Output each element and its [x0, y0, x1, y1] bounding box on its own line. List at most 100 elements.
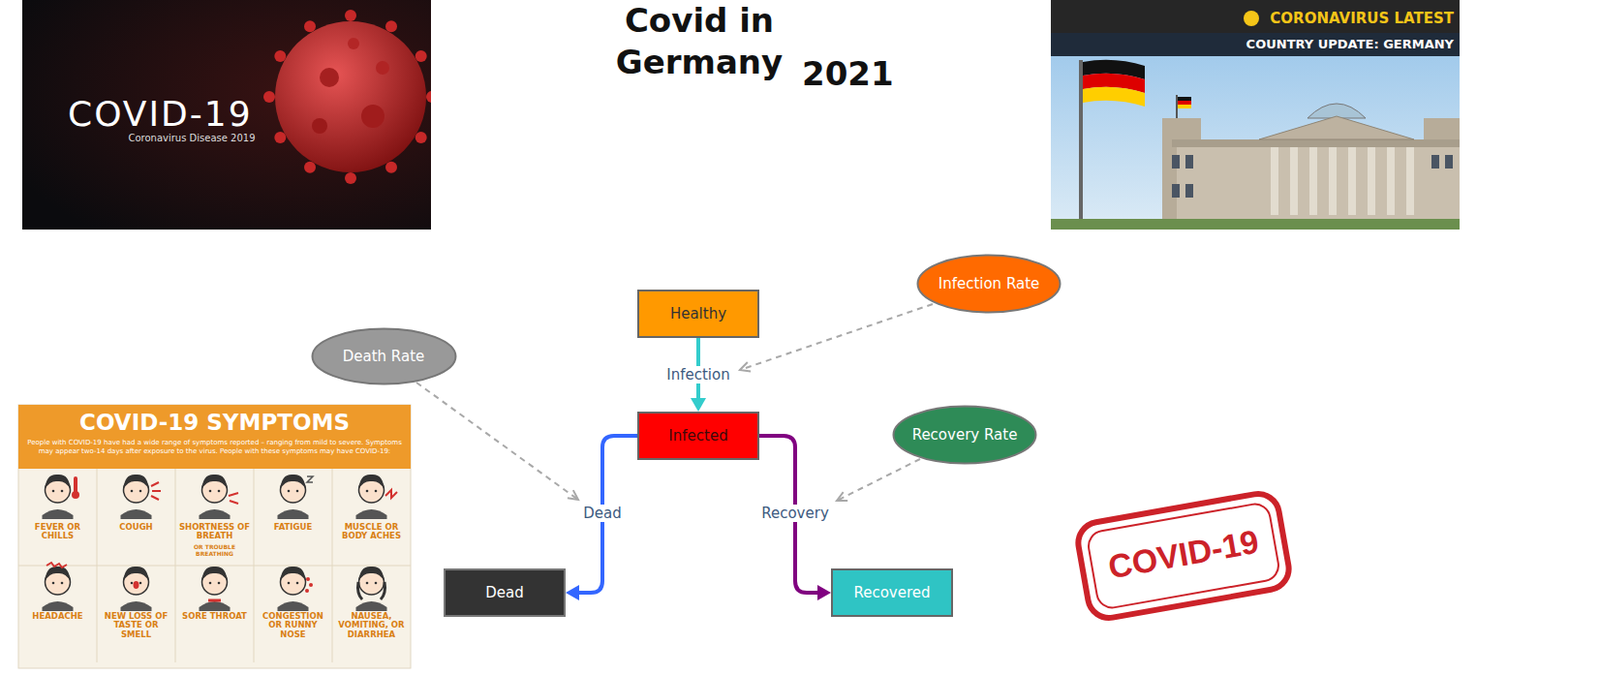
reichstag-photo-part: [1185, 184, 1194, 198]
node-text: Dead: [485, 584, 524, 602]
stock-box: Infected: [637, 411, 760, 461]
virus-photo-part-part: [347, 37, 360, 50]
virus-photo-part-part: [274, 131, 286, 144]
rate-leader-lines-part: [836, 492, 848, 501]
reichstag-photo-part: [1367, 147, 1376, 216]
rate-ellipse: Recovery Rate: [892, 404, 1038, 465]
symptoms-poster: [18, 404, 411, 669]
virus-photo: [22, 0, 438, 230]
virus-photo-part-part: [311, 118, 328, 134]
label-text: NAUSEA, VOMITING, OR DIARRHEA: [335, 612, 408, 640]
symptoms-poster-part: [18, 404, 411, 469]
label-text: HEADACHE: [21, 612, 94, 621]
virus-photo-part: [22, 0, 431, 230]
label-text: Coronavirus Disease 2019: [114, 132, 270, 145]
symptoms-poster-part: [306, 577, 310, 582]
symptoms-poster-part: [356, 566, 388, 612]
rate-leader-lines-part: [567, 490, 579, 500]
virus-photo-part-part: [304, 161, 316, 174]
label-text: OR TROUBLE BREATHING: [178, 544, 251, 557]
reichstag-photo: [1050, 0, 1460, 230]
symptoms-poster-part: [151, 482, 161, 500]
rate-ellipse: Infection Rate: [916, 253, 1062, 314]
diagram-title: Covid in Germany: [607, 0, 792, 83]
symptoms-poster-part: [121, 474, 153, 520]
label-text: CONGESTION OR RUNNY NOSE: [256, 612, 330, 640]
virus-photo-part-part: [375, 61, 390, 75]
symptoms-poster-part: [356, 474, 388, 520]
rate-leader-lines-part: [836, 459, 921, 501]
label-text: COVID-19: [1075, 516, 1293, 592]
label-text: SORE THROAT: [178, 612, 251, 621]
reichstag-photo-part: [1050, 32, 1460, 57]
label-text: COUGH: [99, 523, 173, 532]
virus-photo-part-part: [275, 21, 427, 173]
covid-stamp: [1075, 491, 1293, 622]
reichstag-photo-part: [1082, 87, 1145, 107]
covid-stamp-part: [1075, 491, 1293, 622]
symptoms-poster-part: [208, 599, 221, 603]
reichstag-photo-part: [1177, 96, 1192, 101]
reichstag-photo-part: [1309, 147, 1318, 216]
virus-photo-part-part: [344, 172, 357, 185]
label-text: 2021: [801, 54, 909, 94]
reichstag-photo-part: [1177, 100, 1192, 105]
arrow-head: [817, 584, 831, 601]
stock-box: Healthy: [637, 289, 760, 339]
reichstag-photo-part: [1445, 154, 1453, 169]
rate-leader-lines-part: [416, 382, 579, 500]
symptoms-poster-part: [71, 491, 80, 499]
reichstag-photo-part: [1171, 139, 1460, 148]
symptoms-poster-part: [18, 404, 411, 669]
ellipse-shape: [893, 406, 1037, 464]
label-text: COVID-19 SYMPTOMS: [18, 409, 411, 437]
reichstag-photo-part: [1406, 147, 1415, 216]
symptoms-poster-part: [42, 566, 74, 612]
reichstag-photo-part: [1386, 147, 1395, 216]
symptoms-poster-part: [121, 566, 153, 612]
virus-photo-part-part: [385, 161, 398, 174]
virus-photo-part-part: [304, 20, 316, 32]
virus-photo-part-part: [426, 91, 431, 103]
reichstag-photo-part: [1431, 154, 1440, 169]
virus-photo-part-part: [415, 131, 428, 144]
node-text: Death Rate: [342, 347, 426, 366]
virus-photo-part-part: [415, 50, 428, 62]
flow-line: [578, 435, 638, 593]
label-text: NEW LOSS OF TASTE OR SMELL: [99, 612, 173, 640]
reichstag-photo-part: [1177, 104, 1192, 109]
reichstag-photo-part: [1078, 60, 1083, 230]
symptoms-poster-part: [277, 474, 309, 520]
virus-photo-part-part: [274, 50, 286, 62]
label-text: SHORTNESS OF BREATH: [178, 523, 251, 542]
flow-connector: [565, 435, 638, 601]
reichstag-photo-part: [1176, 145, 1460, 230]
symptoms-poster-part: [228, 492, 239, 504]
node-text: Recovery Rate: [912, 426, 1018, 444]
node-text: Healthy: [670, 305, 727, 323]
reichstag-photo-part: [1185, 154, 1194, 169]
flow-label: Dead: [580, 504, 625, 523]
virus-photo-part-part: [263, 91, 276, 103]
label-text: FEVER OR CHILLS: [21, 523, 94, 542]
symptoms-poster-part: [42, 474, 74, 520]
symptoms-poster-part: [199, 566, 231, 612]
node-text: Recovered: [853, 584, 930, 602]
reichstag-photo-part: [1259, 116, 1415, 140]
symptoms-poster-part: [305, 588, 309, 593]
symptoms-poster-part: [358, 582, 386, 600]
label-text: CORONAVIRUS LATEST: [1259, 9, 1454, 28]
ellipse-shape: [311, 329, 456, 385]
symptoms-poster-part: [307, 476, 313, 483]
reichstag-photo-part: [1050, 0, 1460, 33]
label-text: COVID-19: [67, 92, 267, 135]
symptoms-poster-part: [133, 581, 140, 589]
symptoms-poster-part: [277, 566, 309, 612]
flow-connector: [759, 435, 831, 601]
reichstag-photo-part: [1171, 184, 1180, 198]
reichstag-photo-part: [1348, 147, 1356, 216]
label-text: COUNTRY UPDATE: GERMANY: [1200, 36, 1454, 53]
virus-photo-part-part: [385, 20, 398, 32]
virus-photo-part: [263, 9, 431, 185]
reichstag-photo-part: [1243, 10, 1260, 27]
